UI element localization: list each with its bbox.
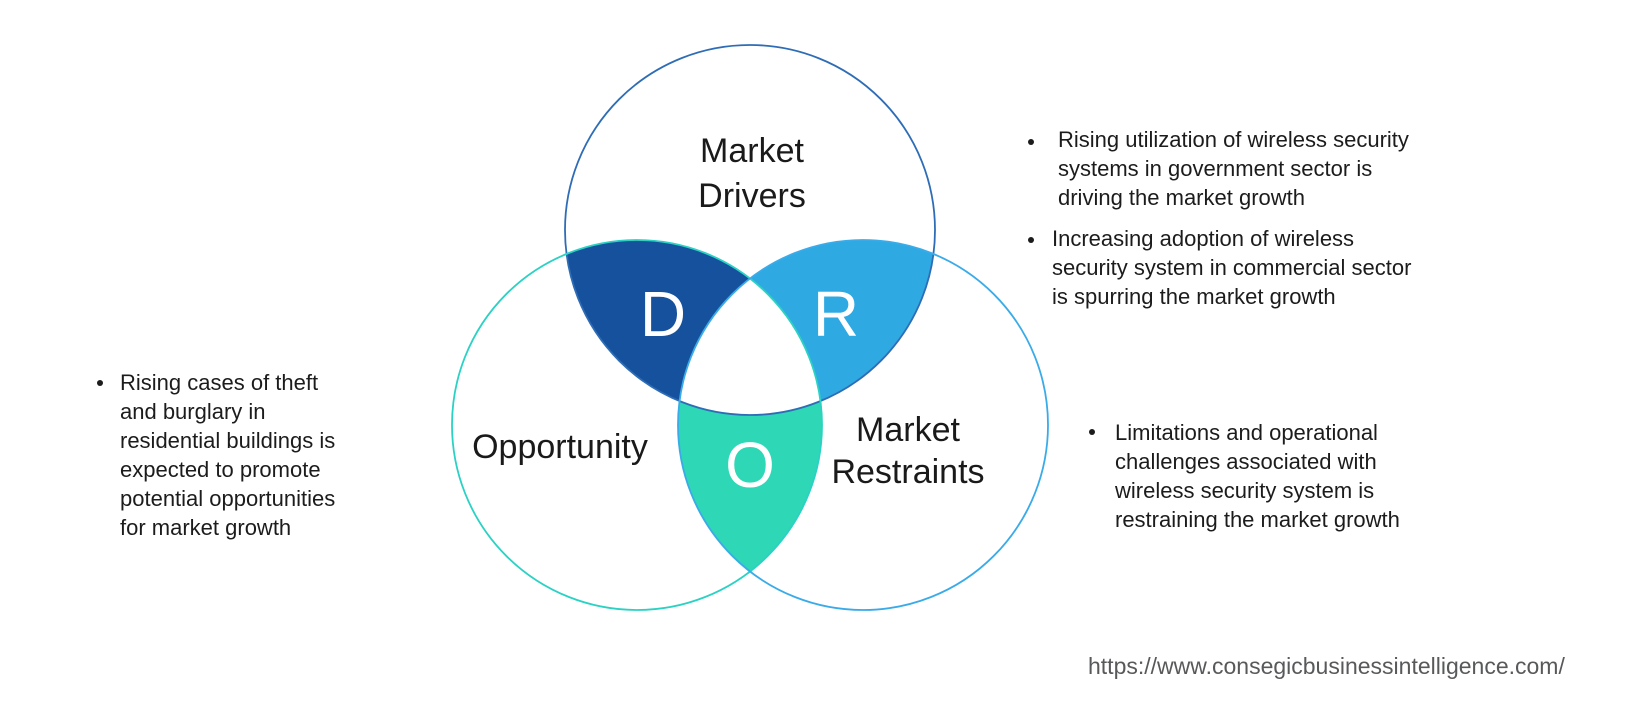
annotation-line: potential opportunities	[120, 486, 336, 511]
circle-market-restraints	[677, 239, 1049, 611]
source-url: https://www.consegicbusinessintelligence…	[1088, 653, 1565, 679]
bullet-dot	[97, 380, 103, 386]
annotation-opportunity: Rising cases of theft and burglary in re…	[93, 368, 335, 542]
lens-letter-r: R	[813, 278, 859, 350]
lens-letter-d: D	[640, 278, 686, 350]
annotation-line: security system in commercial sector	[1052, 255, 1412, 280]
bullet-dot	[1089, 429, 1095, 435]
label-market-drivers-line2: Drivers	[698, 177, 806, 215]
bullet-dot	[1028, 139, 1034, 145]
lens-opportunity-restraints	[678, 401, 822, 572]
label-market-restraints-line2: Restraints	[831, 453, 984, 491]
lens-letter-o: O	[725, 429, 775, 501]
annotation-line: expected to promote	[120, 457, 321, 482]
annotation-line: Increasing adoption of wireless	[1052, 226, 1355, 251]
annotation-line: is spurring the market growth	[1052, 284, 1336, 309]
annotation-line: systems in government sector is	[1058, 156, 1373, 181]
annotation-line: challenges associated with	[1115, 449, 1377, 474]
annotation-driver-2: Increasing adoption of wireless security…	[1024, 224, 1411, 311]
label-market-drivers-line1: Market	[700, 132, 804, 170]
label-market-restraints-line1: Market	[856, 411, 960, 449]
annotation-driver-1: Rising utilization of wireless security …	[1024, 125, 1409, 212]
label-opportunity: Opportunity	[472, 428, 648, 466]
annotation-line: Limitations and operational	[1115, 420, 1378, 445]
annotation-line: for market growth	[120, 515, 292, 540]
annotation-line: residential buildings is	[120, 428, 336, 453]
lens-drivers-restraints	[750, 240, 934, 401]
annotation-line: Rising utilization of wireless security	[1058, 127, 1409, 152]
circle-opportunity	[451, 239, 823, 611]
circle-market-drivers	[564, 44, 936, 416]
annotation-line: driving the market growth	[1058, 185, 1305, 210]
annotation-line: restraining the market growth	[1115, 507, 1400, 532]
annotation-line: wireless security system is	[1115, 478, 1375, 503]
bullet-dot	[1028, 237, 1034, 243]
annotation-line: Rising cases of theft	[120, 370, 319, 395]
lens-drivers-opportunity	[566, 240, 750, 401]
annotation-restraint: Limitations and operational challenges a…	[1085, 418, 1400, 534]
annotation-line: and burglary in	[120, 399, 266, 424]
